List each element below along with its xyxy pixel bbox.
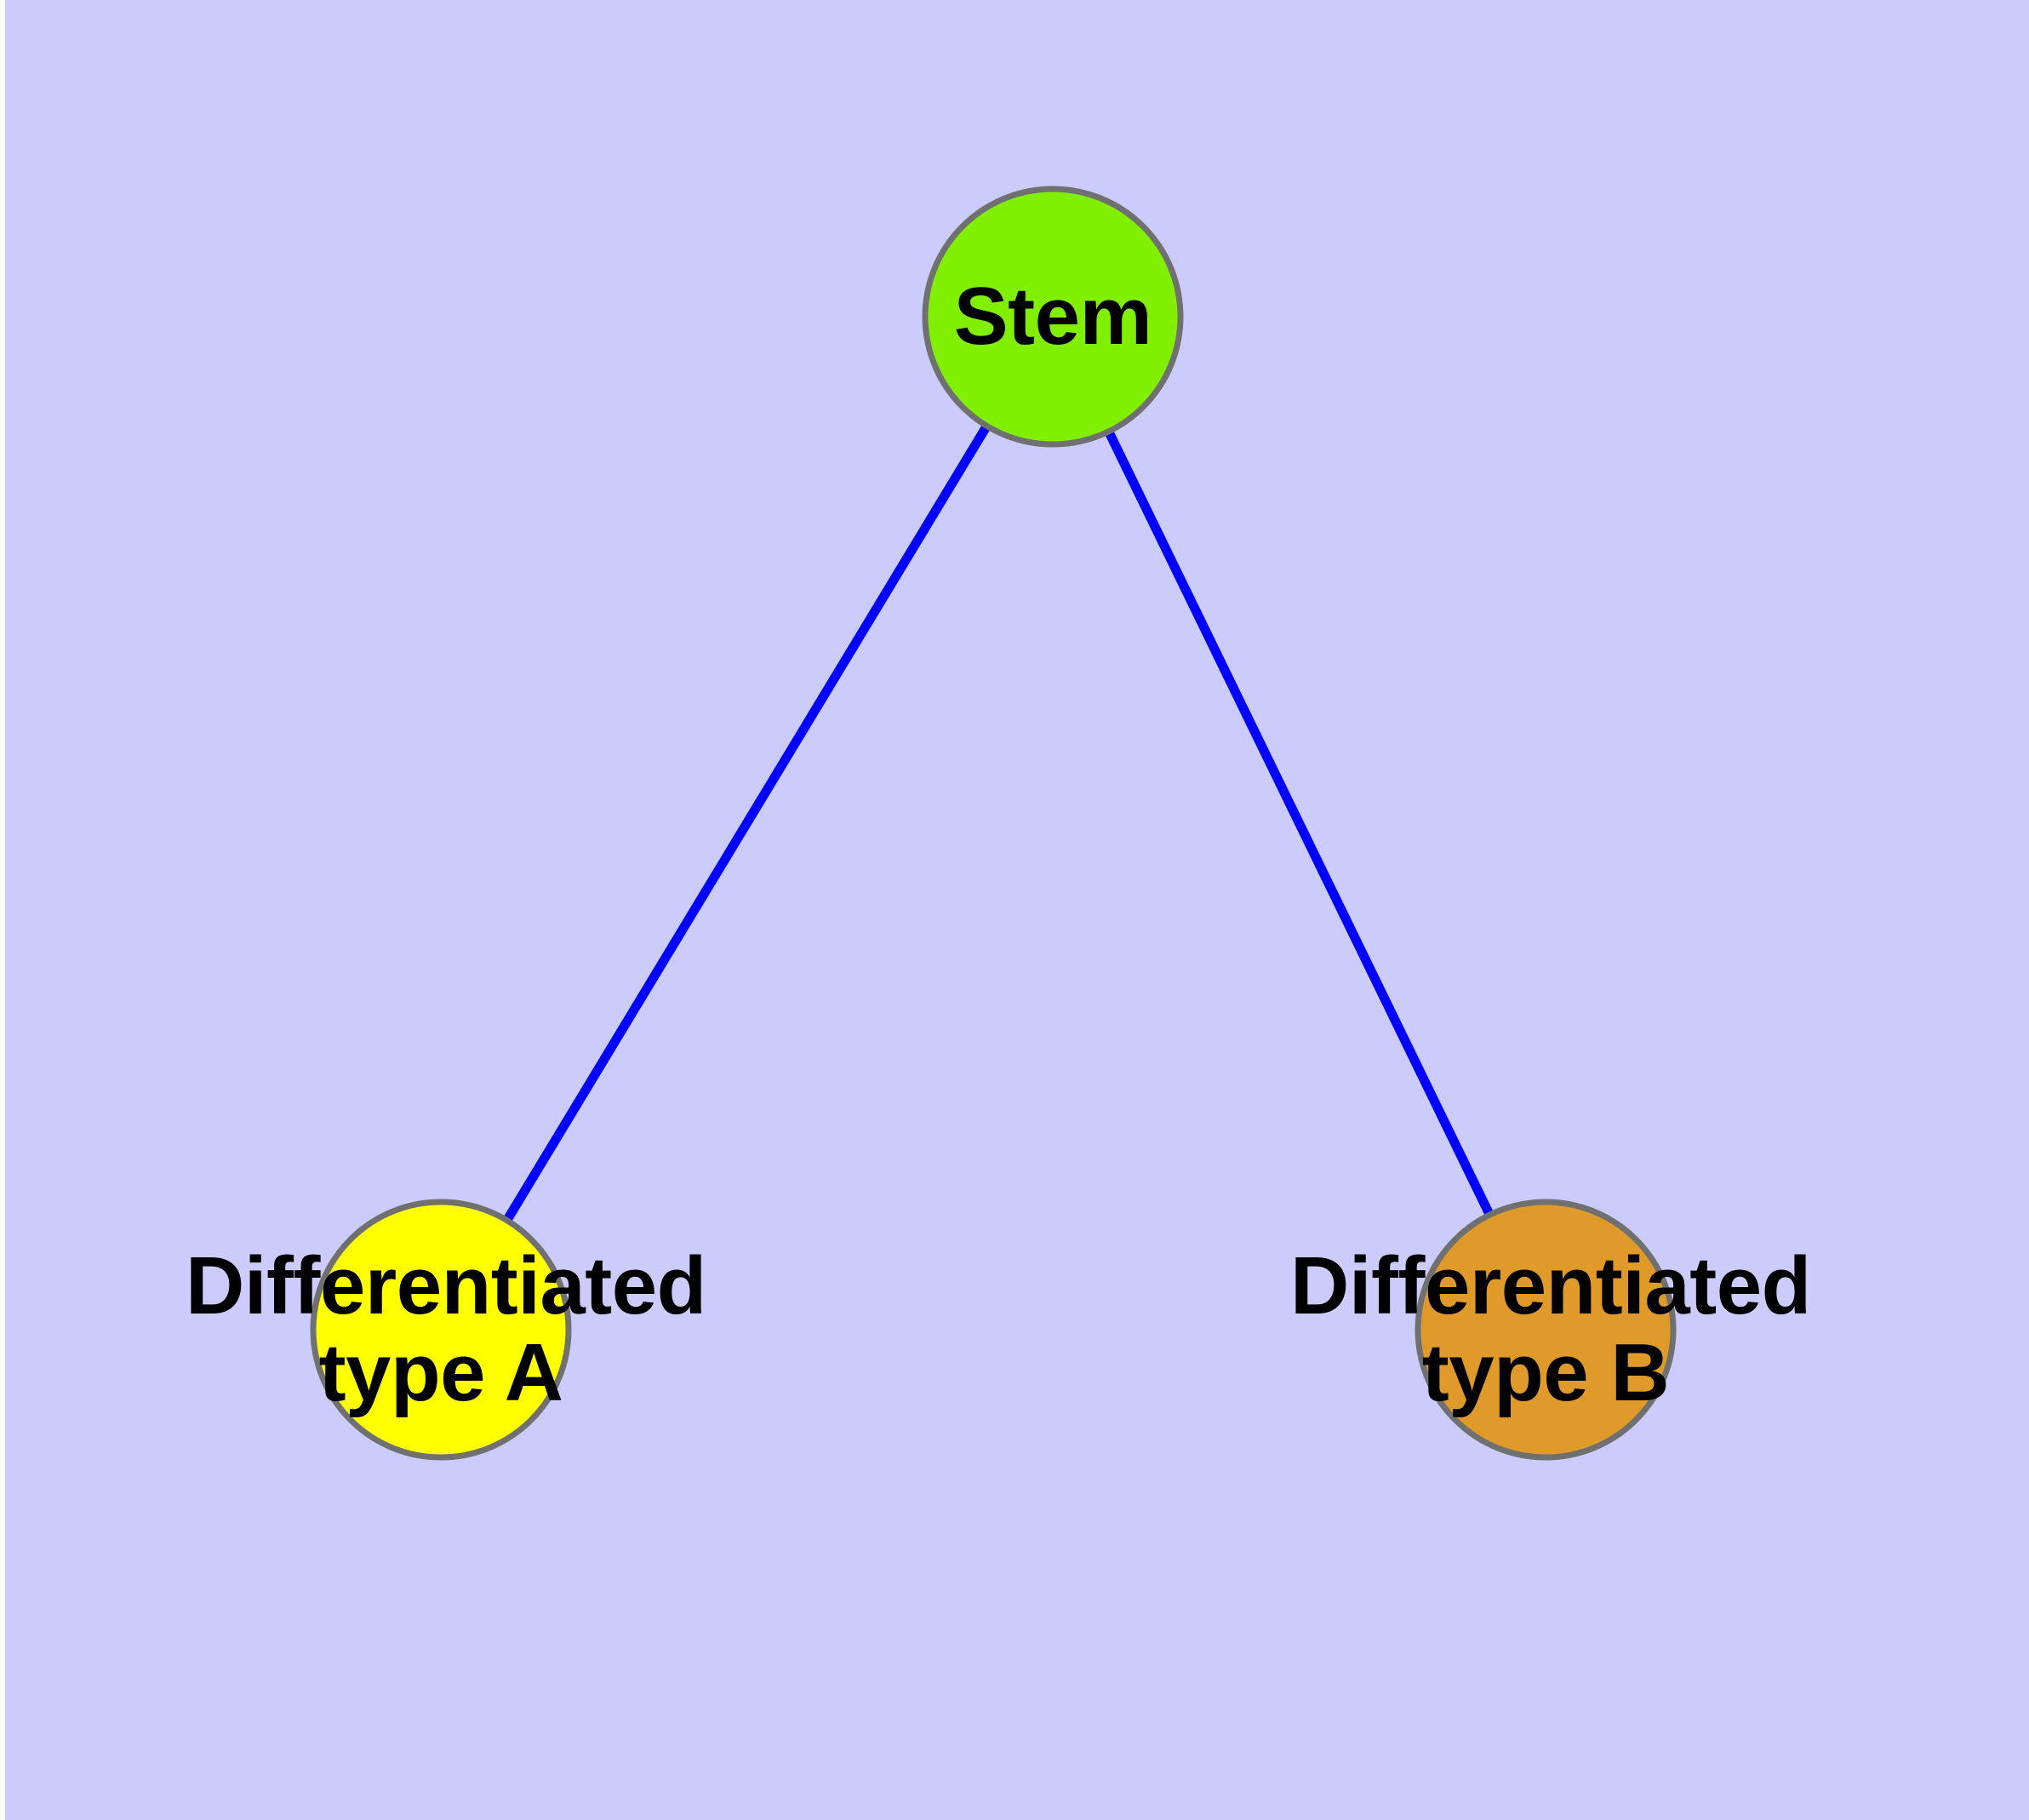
edge-layer — [502, 423, 1495, 1223]
node-differentiated-type-b[interactable] — [1415, 1199, 1677, 1461]
edge-stem-to-differentiated-type-a[interactable] — [502, 423, 992, 1223]
edge-stem-to-differentiated-type-b[interactable] — [1104, 429, 1495, 1217]
node-stem[interactable] — [922, 186, 1184, 448]
node-layer — [310, 186, 1677, 1461]
node-differentiated-type-a[interactable] — [310, 1199, 572, 1461]
